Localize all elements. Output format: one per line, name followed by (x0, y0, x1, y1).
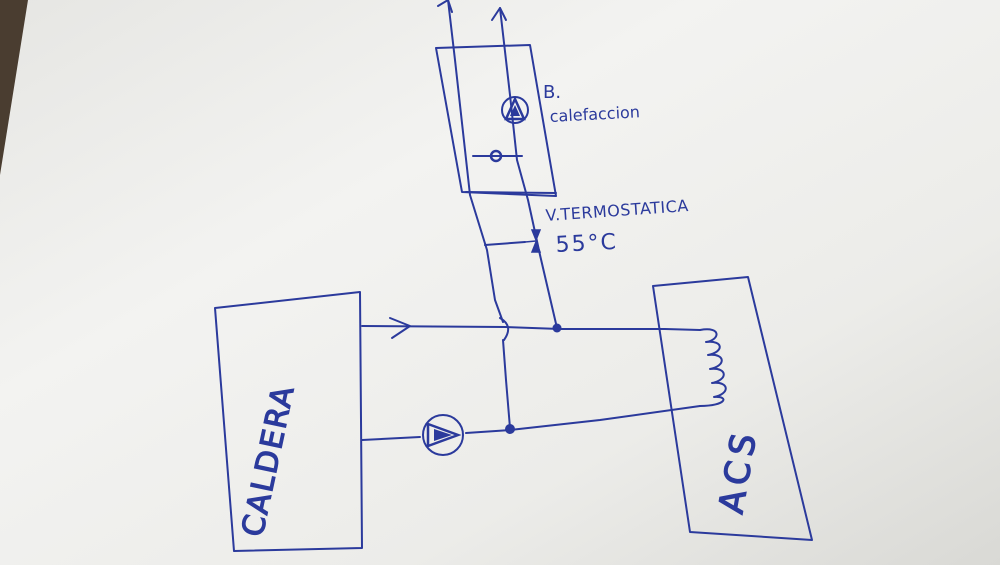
pump-label-line2: calefaccion (549, 102, 640, 126)
return-riser-pipe (447, 0, 504, 323)
down-arrow-top (437, 0, 453, 13)
return-junction-dot (505, 424, 515, 434)
pipe-crossover (499, 317, 510, 341)
heating-pump-icon (501, 95, 529, 124)
return-pipe-right (465, 405, 701, 434)
supply-riser-pipe (499, 7, 558, 329)
heating-panel-box (435, 44, 557, 197)
up-arrow-top (491, 7, 507, 21)
return-drop-pipe (502, 339, 511, 429)
panel-bottom-line (465, 191, 557, 194)
thermostatic-valve-icon (524, 229, 542, 253)
valve-label-line2: 55°C (555, 230, 619, 258)
pump-label-line1: B. (543, 82, 561, 103)
flow-junction-dot (552, 323, 562, 333)
boiler-box (214, 291, 363, 552)
boiler-pump-icon (422, 414, 464, 456)
flow-arrow (389, 317, 411, 339)
heat-exchanger-coil (699, 328, 727, 407)
dhw-tank-box (652, 276, 813, 541)
return-pipe-left (361, 436, 421, 441)
check-valve-icon (489, 149, 503, 163)
valve-branch-pipe (484, 241, 526, 246)
